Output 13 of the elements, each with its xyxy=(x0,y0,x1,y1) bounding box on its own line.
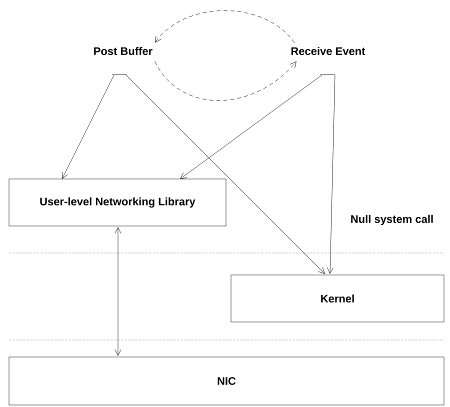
arrow xyxy=(326,74,336,274)
arrow xyxy=(154,10,295,43)
arrow xyxy=(126,74,325,274)
arrow xyxy=(154,61,296,101)
operation-label: Post Buffer xyxy=(94,46,152,76)
arrow xyxy=(114,227,122,356)
layer-box: User-level Networking Library xyxy=(8,178,226,226)
operation-label: Receive Event xyxy=(291,46,366,76)
layer-box: NIC xyxy=(8,356,444,406)
arrow xyxy=(62,74,114,179)
edge-label: Null system call xyxy=(349,214,435,226)
arrow xyxy=(180,74,322,179)
layer-box: Kernel xyxy=(230,274,444,322)
